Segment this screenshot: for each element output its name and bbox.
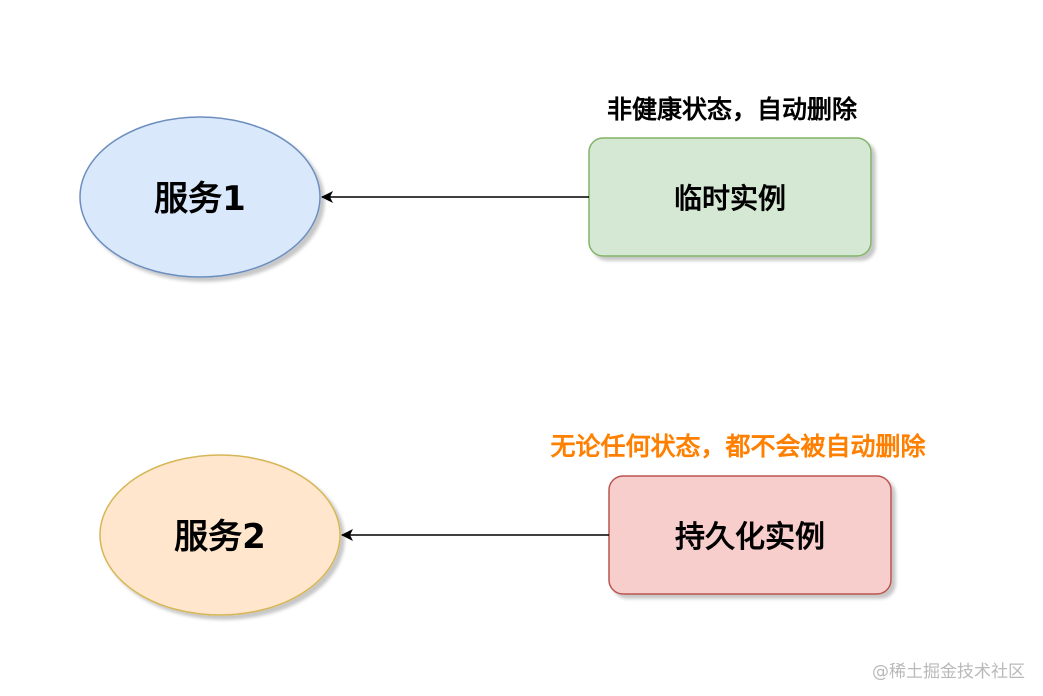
- persistent-instance-node[interactable]: 持久化实例: [608, 475, 892, 595]
- service1-node[interactable]: 服务1: [79, 116, 321, 278]
- ephemeral-instance-label: 临时实例: [674, 182, 786, 215]
- service2-shape: [99, 454, 341, 616]
- service2-label: 服务2: [174, 517, 266, 557]
- ephemeral-note: 非健康状态，自动删除: [607, 95, 858, 124]
- persistent-note: 无论任何状态，都不会被自动删除: [550, 432, 926, 461]
- ephemeral-instance-node[interactable]: 临时实例: [588, 137, 872, 257]
- watermark: @稀土掘金技术社区: [872, 662, 1025, 682]
- service1-label: 服务1: [154, 179, 246, 219]
- service1-shape: [79, 116, 321, 278]
- persistent-instance-label: 持久化实例: [675, 520, 825, 555]
- service2-node[interactable]: 服务2: [99, 454, 341, 616]
